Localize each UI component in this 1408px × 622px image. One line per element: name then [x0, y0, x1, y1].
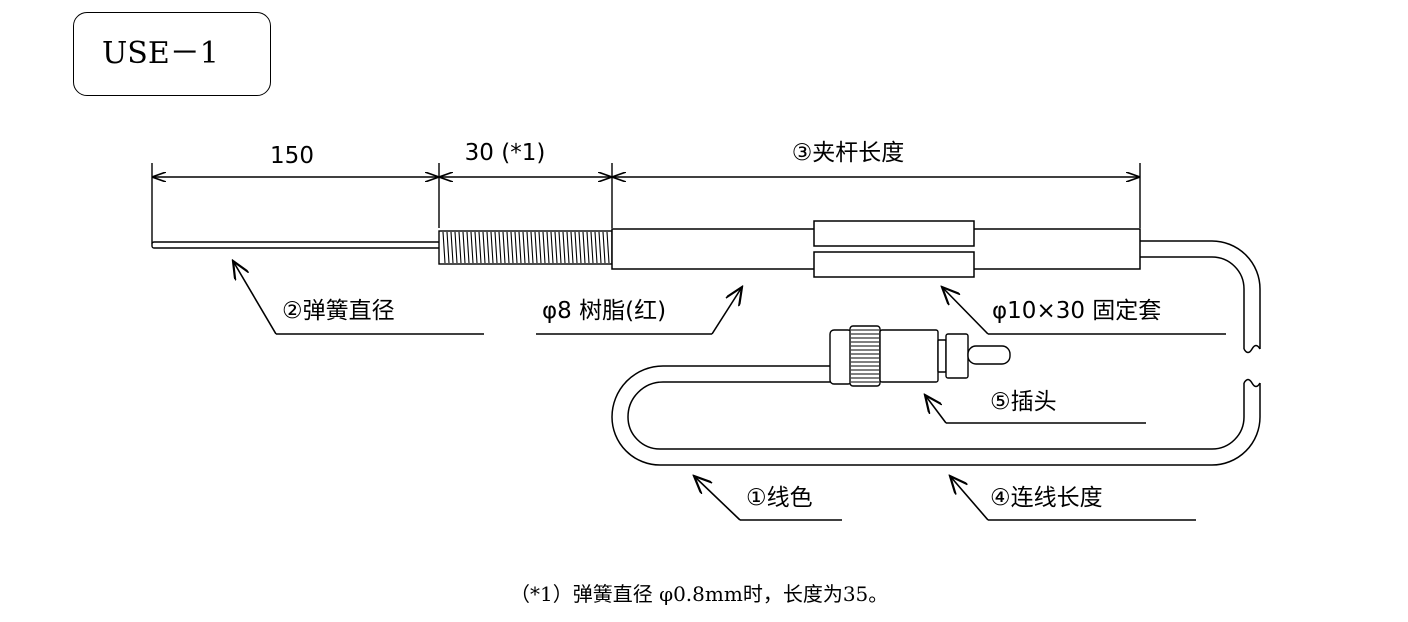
callout-cable-length — [950, 476, 1196, 521]
spring-coil — [514, 231, 518, 264]
spring-coil — [506, 231, 510, 264]
spring-coil — [458, 231, 462, 264]
plug — [829, 325, 1011, 387]
callout-plug-label: ⑤插头 — [990, 389, 1057, 415]
spring-coil — [474, 231, 478, 264]
spring-coil — [578, 231, 582, 264]
callout-wire-color — [694, 476, 842, 521]
cable — [611, 240, 1261, 466]
dim-label-clamp: ③夹杆长度 — [792, 140, 905, 166]
spring-coil — [518, 231, 522, 264]
title-box: USE－1 — [73, 12, 271, 96]
spring-coil — [570, 231, 574, 264]
spring-coil — [530, 231, 534, 264]
spring-coil — [582, 231, 586, 264]
spring-coil — [586, 231, 590, 264]
callout-cable-length-label: ④连线长度 — [990, 485, 1103, 511]
spring-coil — [466, 231, 470, 264]
spring-coil — [450, 231, 454, 264]
spring-coil — [550, 231, 554, 264]
spring-coil — [494, 231, 498, 264]
callout-resin-label: φ8 树脂(红) — [542, 298, 666, 324]
spring-coil — [510, 231, 514, 264]
spring-coil — [526, 231, 530, 264]
spring-coil — [538, 231, 542, 264]
fixing-sleeve — [813, 220, 975, 278]
spring-coil — [546, 231, 550, 264]
spring-coil — [498, 231, 502, 264]
spring-coil — [566, 231, 570, 264]
spring-coil — [442, 231, 446, 264]
probe-wire — [151, 241, 441, 249]
title-label: USE－1 — [102, 36, 219, 71]
spring-coil — [590, 231, 594, 264]
spring-coil — [522, 231, 526, 264]
callout-spring-diameter-label: ②弹簧直径 — [282, 298, 395, 324]
spring-coil — [446, 231, 450, 264]
spring-coil — [574, 231, 578, 264]
callout-spring-diameter — [233, 261, 484, 335]
spring-coil — [454, 231, 458, 264]
callout-fixing-sleeve — [942, 287, 1226, 335]
spring-coil — [486, 231, 490, 264]
spring-coil — [558, 231, 562, 264]
spring-coil — [606, 231, 610, 264]
spring-coil — [554, 231, 558, 264]
spring-coil — [490, 231, 494, 264]
footnote: （*1）弹簧直径 φ0.8mm时，长度为35。 — [510, 582, 888, 606]
spring-coil — [462, 231, 466, 264]
spring-coil — [594, 231, 598, 264]
spring-coil — [502, 231, 506, 264]
spring-coil — [478, 231, 482, 264]
spring-coil — [482, 231, 486, 264]
spring-coil — [470, 231, 474, 264]
spring-coil — [562, 231, 566, 264]
spring-coil — [602, 231, 606, 264]
dim-label-spring: 30 (*1) — [465, 140, 546, 166]
dim-label-wire: 150 — [270, 143, 314, 169]
spring-coil — [598, 231, 602, 264]
callout-wire-color-label: ①线色 — [746, 485, 813, 511]
callout-plug — [925, 395, 1146, 424]
spring-coil — [542, 231, 546, 264]
callout-fixing-sleeve-label: φ10×30 固定套 — [992, 298, 1161, 324]
spring-coil — [534, 231, 538, 264]
spring — [438, 230, 613, 265]
callout-resin — [536, 287, 742, 335]
